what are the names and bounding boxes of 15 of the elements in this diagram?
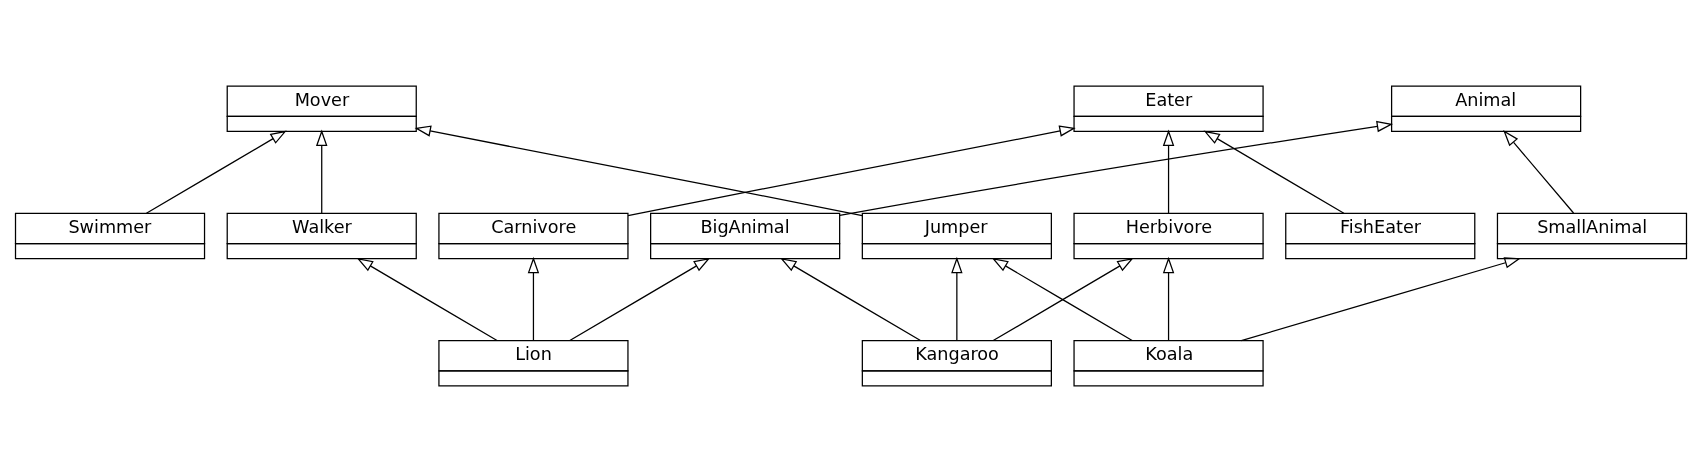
arrow [1162, 256, 1175, 341]
arrow [356, 257, 498, 342]
arrow [627, 125, 1076, 217]
arrow [1503, 130, 1575, 214]
arrow [780, 257, 922, 342]
arrow [569, 257, 711, 342]
arrow [1203, 130, 1345, 214]
arrow [951, 256, 963, 341]
arrow [1240, 257, 1521, 342]
arrow [414, 125, 863, 217]
arrow [316, 129, 328, 214]
arrow [527, 256, 540, 341]
arrow [145, 130, 287, 214]
arrow [1162, 129, 1175, 214]
arrow [839, 120, 1394, 217]
